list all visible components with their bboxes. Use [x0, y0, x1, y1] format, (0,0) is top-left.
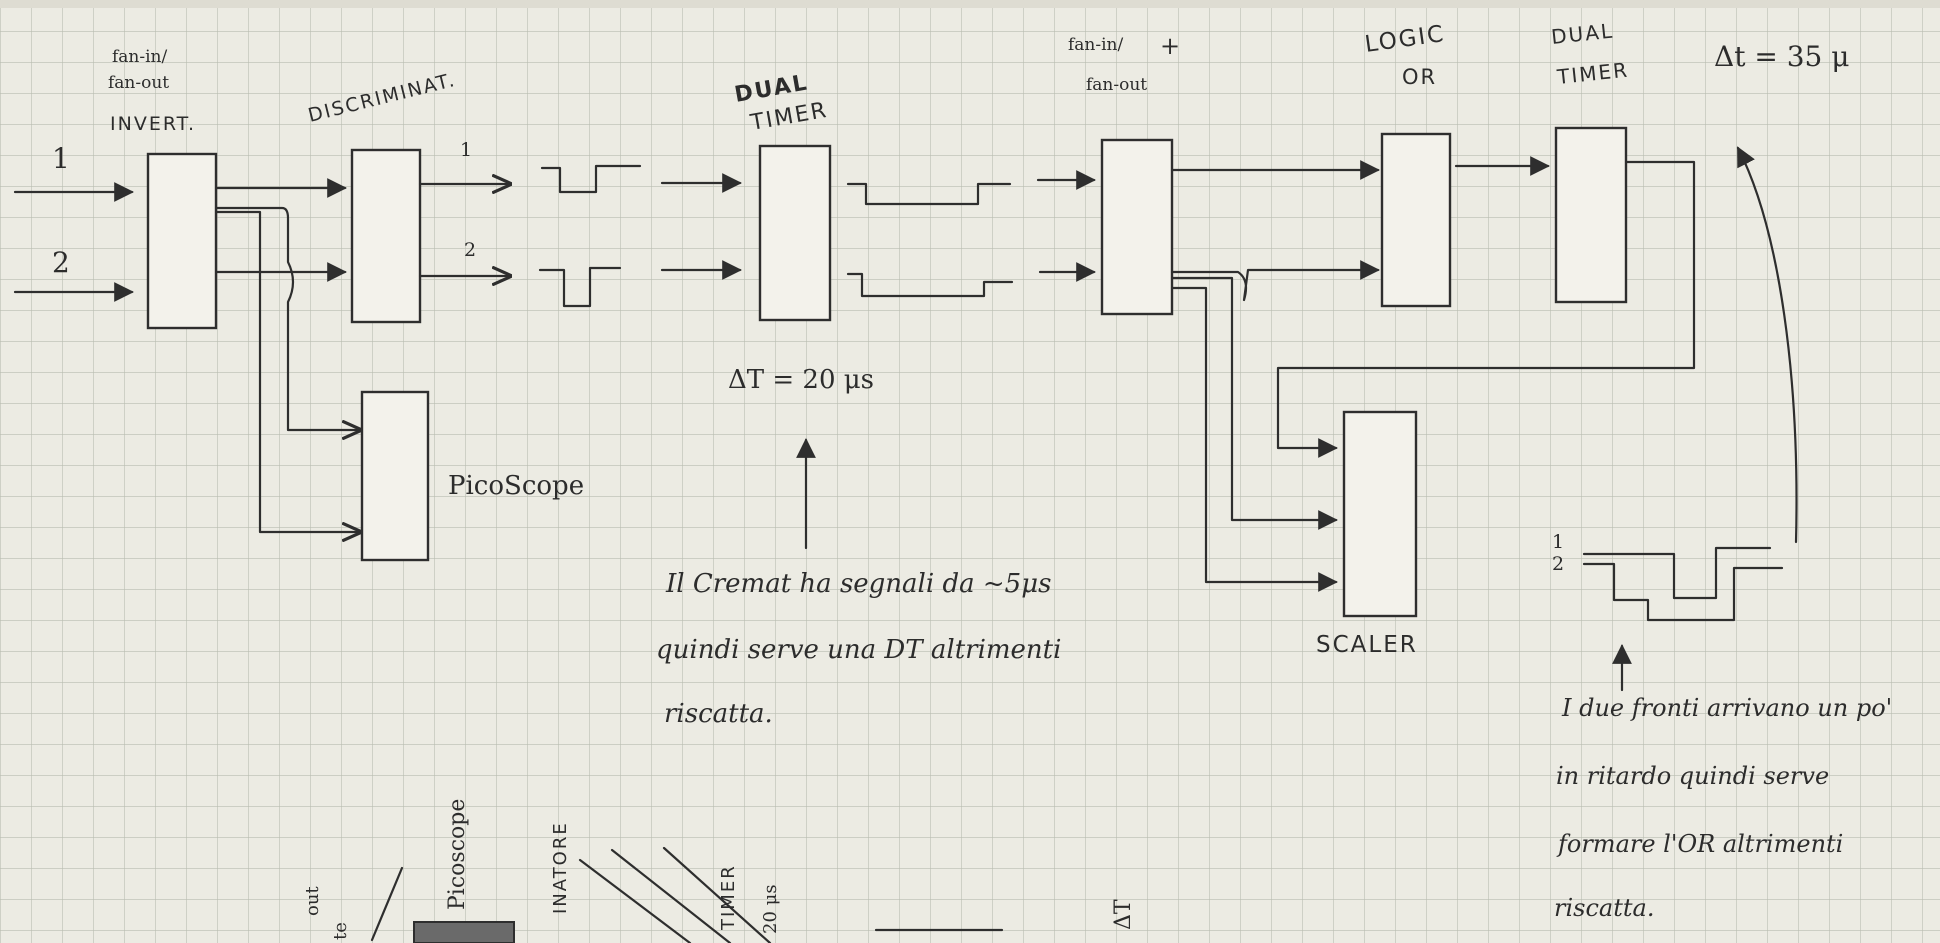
fanout-2-box — [1102, 140, 1172, 314]
logic-or-label-2: OR — [1402, 65, 1437, 89]
page-top-edge — [0, 0, 1940, 8]
bottom-label-out: out — [302, 886, 323, 916]
dual-timer-1-box — [760, 146, 830, 320]
disc-out-1-label: 1 — [460, 139, 472, 161]
bottom-label-timer: TIMER — [718, 864, 739, 931]
fanout-2-label-1: fan-in/ — [1068, 35, 1124, 55]
input-1-label: 1 — [52, 142, 70, 175]
or-note-line-4: riscatta. — [1554, 894, 1654, 922]
or-note-line-1: I due fronti arrivano un po' — [1561, 694, 1892, 722]
bottom-label-picoscope: Picoscope — [445, 799, 470, 910]
or-note-line-3: formare l'OR altrimenti — [1556, 830, 1843, 858]
fan-invert-label-1: fan-in/ — [112, 47, 168, 67]
disc-out-2-label: 2 — [464, 239, 476, 261]
bottom-hatched-block — [414, 922, 514, 943]
scaler-label: SCALER — [1316, 632, 1418, 658]
picoscope-box — [362, 392, 428, 560]
picoscope-label: PicoScope — [448, 471, 584, 501]
timing-label-1: 1 — [1552, 531, 1564, 553]
or-note-line-2: in ritardo quindi serve — [1556, 762, 1829, 790]
bottom-label-20us: 20 μs — [760, 884, 781, 934]
dual-timer-2-box — [1556, 128, 1626, 302]
cremat-note-line-1: Il Cremat ha segnali da ~5μs — [665, 569, 1051, 599]
fan-invert-label-3: INVERT. — [110, 113, 196, 135]
discriminator-box — [352, 150, 420, 322]
cremat-note-line-2: quindi serve una DT altrimenti — [656, 635, 1061, 665]
fanout-2-label-2: fan-out — [1086, 75, 1147, 95]
scaler-box — [1344, 412, 1416, 616]
bottom-label-delta-t: ΔT — [1111, 899, 1136, 930]
logic-or-box — [1382, 134, 1450, 306]
input-2-label: 2 — [52, 246, 70, 279]
delta-t-20: ΔT = 20 μs — [728, 365, 874, 395]
fan-invert-label-2: fan-out — [108, 73, 169, 93]
bottom-label-inatore: INATORE — [550, 821, 571, 914]
cremat-note-line-3: riscatta. — [664, 699, 773, 729]
delta-t-35: Δt = 35 μ — [1714, 40, 1849, 73]
timing-label-2: 2 — [1552, 553, 1564, 575]
fan-invert-box — [148, 154, 216, 328]
fanout-2-mark: + — [1160, 32, 1180, 60]
bottom-label-te: te — [330, 922, 351, 940]
